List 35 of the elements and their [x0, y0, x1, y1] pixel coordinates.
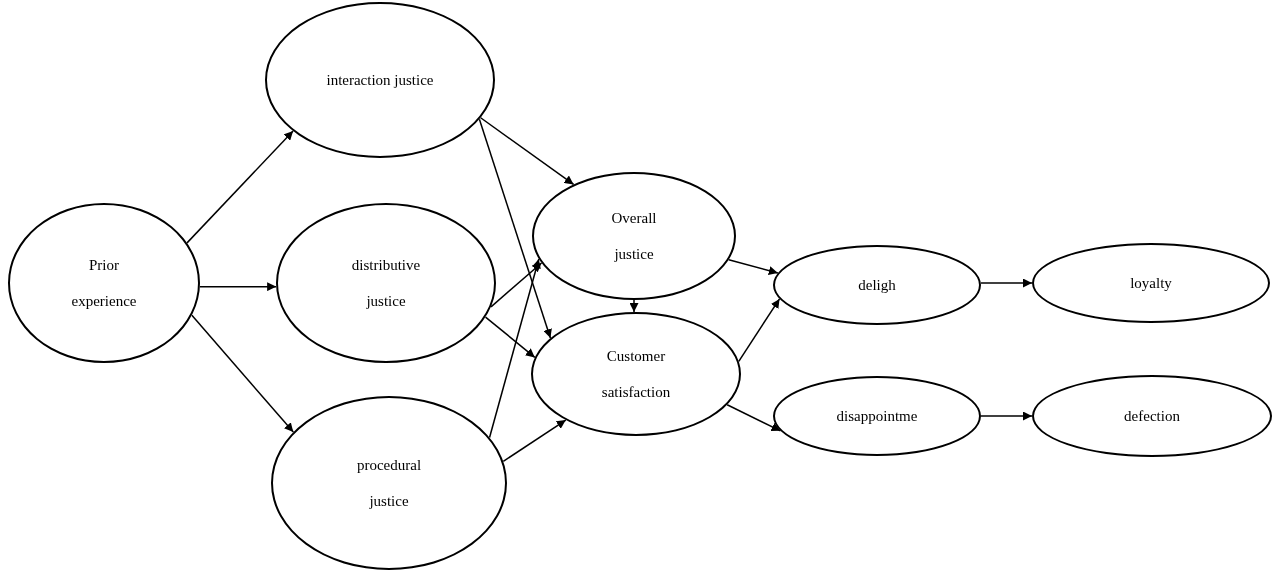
node-label: procedural justice — [355, 456, 423, 511]
arrow — [738, 298, 781, 363]
node-label: deligh — [858, 276, 896, 295]
node-label: disappointme — [836, 407, 918, 426]
arrow — [484, 316, 536, 359]
node-label: loyalty — [1130, 274, 1172, 293]
node-label: Prior experience — [70, 256, 138, 311]
node-label: defection — [1124, 407, 1180, 426]
arrow — [199, 282, 277, 292]
ellipse-node — [773, 245, 981, 325]
node-label: Customer satisfaction — [600, 347, 672, 402]
node-label: distributive justice — [350, 256, 422, 311]
ellipse-node — [265, 2, 495, 158]
ellipse-node — [8, 203, 200, 363]
node-label: interaction justice — [326, 71, 434, 90]
arrow — [488, 258, 541, 439]
arrow — [980, 278, 1033, 288]
arrow — [728, 258, 779, 275]
ellipse-node — [1032, 375, 1272, 457]
ellipse-node — [1032, 243, 1270, 323]
arrow — [629, 299, 639, 313]
ellipse-node — [271, 396, 507, 570]
ellipse-node — [276, 203, 496, 363]
arrow — [502, 419, 567, 463]
arrow — [490, 262, 543, 308]
arrow — [478, 118, 552, 339]
arrow — [980, 411, 1033, 421]
ellipse-node — [773, 376, 981, 456]
arrow — [186, 130, 294, 244]
arrow — [191, 314, 295, 433]
ellipse-node — [531, 312, 741, 436]
arrow — [726, 404, 782, 432]
arrow — [479, 117, 575, 186]
node-label: Overall justice — [610, 209, 658, 264]
ellipse-node — [532, 172, 736, 300]
